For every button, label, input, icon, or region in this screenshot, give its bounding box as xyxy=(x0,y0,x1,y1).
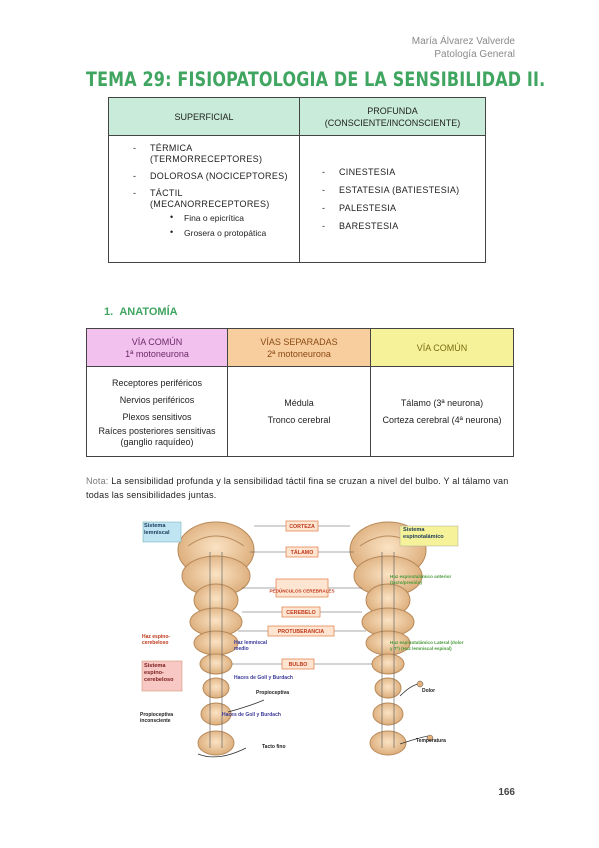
list-item: BARESTESIA xyxy=(322,221,485,232)
sensory-pathways-figure: CORTEZA TÁLAMO PEDÚNCULOS CEREBRALES CER… xyxy=(138,516,468,766)
list-item: ESTATESIA (BATIESTESIA) xyxy=(322,185,485,196)
list-item: PALESTESIA xyxy=(322,203,485,214)
haz-lateral-label: Haz espinotalámico Lateral (dolor y Tª) … xyxy=(390,640,464,651)
tactil-sublist: Fina o epicrítica Grosera o protopática xyxy=(150,212,299,239)
dolor-label: Dolor xyxy=(422,688,435,694)
left-brain-column xyxy=(177,521,265,758)
bulbo-label: BULBO xyxy=(289,662,308,668)
connector-lines xyxy=(232,525,372,665)
anatomy-table: VÍA COMÚN 1ª motoneurona VÍAS SEPARADAS … xyxy=(86,328,514,457)
cerebelo-label: CEREBELO xyxy=(286,610,315,616)
sistema-lemniscal-label: Sistema lemniscal xyxy=(144,523,170,536)
note-label: Nota: xyxy=(86,476,109,486)
via-comun-2-cell: Tálamo (3ª neurona) Corteza cerebral (4ª… xyxy=(370,366,514,457)
profunda-header: PROFUNDA (CONSCIENTE/INCONSCIENTE) xyxy=(299,97,486,136)
vias-separadas-cell: Médula Tronco cerebral xyxy=(227,366,371,457)
list-item: DOLOROSA (NOCICEPTORES) xyxy=(133,171,299,182)
talamo-label: TÁLAMO xyxy=(291,549,314,556)
haces-goll-label-1: Haces de Goll y Burdach xyxy=(234,675,293,681)
haz-lemniscal-label: Haz lemniscal medio xyxy=(234,640,268,652)
section-number: 1. xyxy=(104,306,114,318)
vias-separadas-header: VÍAS SEPARADAS 2ª motoneurona xyxy=(227,328,371,367)
profunda-list: CINESTESIA ESTATESIA (BATIESTESIA) PALES… xyxy=(322,167,485,232)
note-paragraph: Nota: La sensibilidad profunda y la sens… xyxy=(86,474,516,502)
corteza-label: CORTEZA xyxy=(289,524,315,530)
subject-name: Patología General xyxy=(434,48,515,60)
section-heading: 1. ANATOMÍA xyxy=(104,306,178,318)
sistema-espinotalamico-label: Sistema espinotalámico xyxy=(403,527,444,540)
via-comun-1-header: VÍA COMÚN 1ª motoneurona xyxy=(86,328,228,367)
temperatura-label: Temperatura xyxy=(416,738,446,744)
list-item: CINESTESIA xyxy=(322,167,485,178)
via-comun-2-header: VÍA COMÚN xyxy=(370,328,514,367)
page-header: María Álvarez Valverde Patología General xyxy=(412,36,515,61)
center-labels: CORTEZA TÁLAMO PEDÚNCULOS CEREBRALES CER… xyxy=(267,520,335,670)
sensibility-types-table: SUPERFICIAL PROFUNDA (CONSCIENTE/INCONSC… xyxy=(108,97,486,263)
via-comun-1-cell: Receptores periféricos Nervios periféric… xyxy=(86,366,228,457)
propioceptiva-inconsciente-label: Propioceptiva inconsciente xyxy=(140,712,174,724)
protuberancia-label: PROTUBERANCIA xyxy=(278,629,325,635)
section-title: ANATOMÍA xyxy=(119,306,178,318)
page-title: TEMA 29: FISIOPATOLOGIA DE LA SENSIBILID… xyxy=(86,68,546,91)
list-item: Grosera o protopática xyxy=(150,227,299,239)
list-item: Fina o epicrítica xyxy=(150,212,299,224)
haz-espinocerebeloso-label: Haz espino-cerebeloso xyxy=(142,634,171,646)
haces-goll-label-2: Haces de Goll y Burdach xyxy=(222,712,281,718)
list-item: TÉRMICA (TERMORRECEPTORES) xyxy=(133,143,299,165)
author-name: María Álvarez Valverde xyxy=(411,36,515,47)
list-item: TÁCTIL (MECANORRECEPTORES) Fina o epicrí… xyxy=(133,188,299,239)
note-text: La sensibilidad profunda y la sensibilid… xyxy=(86,476,509,500)
superficial-header: SUPERFICIAL xyxy=(108,97,300,136)
superficial-list: TÉRMICA (TERMORRECEPTORES) DOLOROSA (NOC… xyxy=(133,143,299,239)
haz-anterior-label: Haz espinotalámico anterior (tacto/presi… xyxy=(390,574,452,585)
propioceptiva-label: Propioceptiva xyxy=(256,690,289,696)
page-number: 166 xyxy=(498,787,515,798)
tacto-fino-label: Tacto fino xyxy=(262,744,286,750)
right-brain-column xyxy=(349,521,434,756)
sistema-espinocerebeloso-label: Sistema espino-cerebeloso xyxy=(144,663,174,683)
pedunculos-label: PEDÚNCULOS CEREBRALES xyxy=(269,588,334,594)
